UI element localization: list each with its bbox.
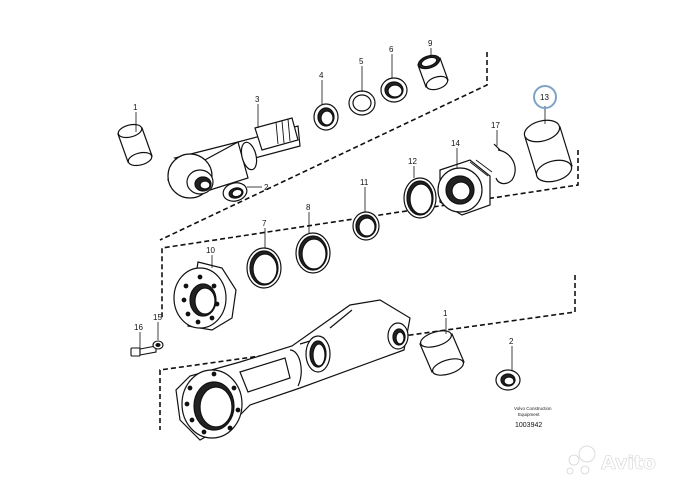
- avito-watermark: Avito: [566, 445, 656, 475]
- callout-7: 7: [262, 219, 267, 228]
- seal-part-7: [246, 247, 282, 289]
- callout-3: 3: [255, 95, 260, 104]
- seal-part-8: [295, 232, 331, 274]
- bushing-part-1: [117, 123, 153, 167]
- callout-8: 8: [306, 203, 311, 212]
- ring-part-4: [313, 103, 339, 131]
- callout-2-upper: 2: [264, 183, 269, 192]
- avito-logo-dot-4: [566, 467, 574, 475]
- callout-16: 16: [134, 323, 143, 332]
- publisher-line-2: Equipment: [518, 412, 540, 417]
- guide-ring-part-13: [523, 119, 573, 183]
- callout-1-lower: 1: [443, 309, 448, 318]
- callout-6: 6: [389, 45, 394, 54]
- callout-4: 4: [319, 71, 324, 80]
- callout-10: 10: [206, 246, 215, 255]
- ring-part-5: [348, 90, 376, 116]
- seal-ring-part-2: [222, 182, 248, 202]
- callout-1-upper: 1: [133, 103, 138, 112]
- callout-9: 9: [428, 39, 433, 48]
- cylinder-head-part-10: [173, 261, 237, 331]
- callout-11: 11: [360, 178, 369, 187]
- avito-logo-dot-2: [578, 445, 596, 463]
- callout-labels: 1 2 3 4 5 6 9 13 17 14 12 11 8 7 10 16 1…: [133, 39, 549, 346]
- piston-part-14: [437, 159, 493, 216]
- avito-wordmark: Avito: [601, 452, 656, 474]
- callout-17: 17: [491, 121, 500, 130]
- seal-ring-part-2-lower: [495, 369, 521, 391]
- bushing-part-9: [417, 54, 449, 91]
- dashed-frame: [159, 52, 579, 430]
- callout-2-lower: 2: [509, 337, 514, 346]
- snap-ring-part-17: [493, 143, 516, 185]
- callout-13: 13: [540, 93, 549, 102]
- callout-14: 14: [451, 139, 460, 148]
- bushing-part-1-lower: [419, 330, 465, 376]
- callout-5: 5: [359, 57, 364, 66]
- leader-lines: [135, 48, 546, 370]
- cylinder-tube: [175, 299, 411, 441]
- washer-part-15: [152, 340, 164, 350]
- callout-15: 15: [153, 313, 162, 322]
- seal-part-12: [403, 177, 437, 219]
- callout-13-highlight: [533, 85, 557, 109]
- document-number: 1003942: [515, 422, 542, 429]
- callout-12: 12: [408, 157, 417, 166]
- avito-logo-dot-1: [568, 454, 580, 466]
- bolt-part-16: [130, 345, 157, 357]
- o-ring-part-11: [352, 211, 380, 241]
- publisher-line-1: Volvo Construction: [514, 406, 552, 411]
- avito-logo-dot-3: [580, 465, 590, 475]
- piston-rod-part-3: [166, 117, 301, 199]
- ring-part-6: [380, 77, 408, 103]
